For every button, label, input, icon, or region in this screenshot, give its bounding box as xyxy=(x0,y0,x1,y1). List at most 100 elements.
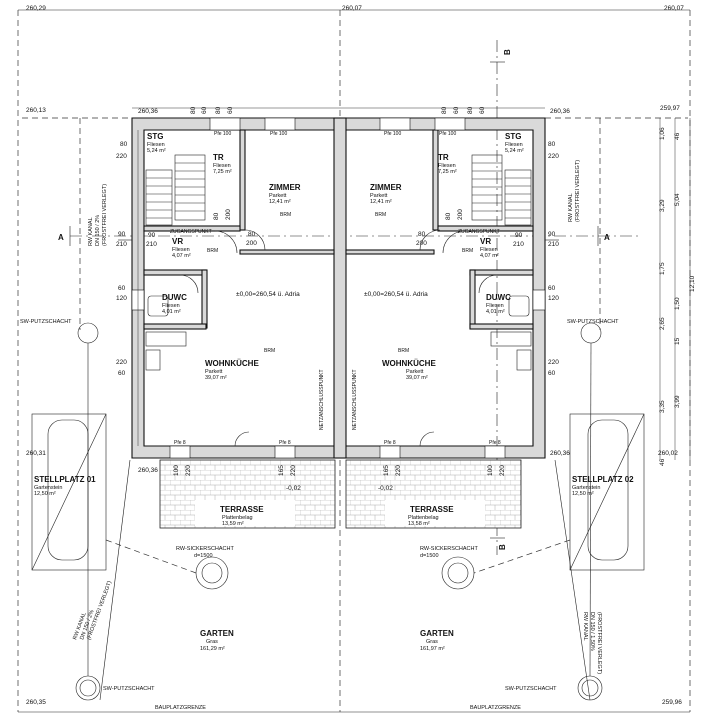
dim-ro-4: 2,65 xyxy=(659,317,666,330)
level-note-left: ±0,00=260,54 ü. Adria xyxy=(236,291,300,298)
netz-right: NETZANSCHLUSSPUNKT xyxy=(352,369,358,430)
garden-left-floor: Gras xyxy=(206,639,218,645)
pfe-3: Pfe 100 xyxy=(384,131,401,137)
rw-kanal-right-bottom: RW KANAL xyxy=(582,612,588,641)
room-duwc-right-floor: Fliesen xyxy=(486,303,504,309)
level-house-tl: 260,36 xyxy=(138,108,158,115)
room-tr-right-area: 7,25 m² xyxy=(438,169,457,175)
room-zimmer-left-name: ZIMMER xyxy=(269,183,301,192)
dim-left: 80 220 90 210 60 120 220 60 xyxy=(116,130,139,446)
dim-left-7: 220 xyxy=(116,359,127,366)
bauplatzgrenze-right: BAUPLATZGRENZE xyxy=(470,705,521,711)
kitchen-fixtures xyxy=(145,295,532,371)
garden-left-area: 161,29 m² xyxy=(200,646,225,652)
dim-right-6: 120 xyxy=(548,295,559,302)
garden-right-name: GARTEN xyxy=(420,629,454,638)
dim-right-5: 60 xyxy=(548,285,556,292)
room-zimmer-right-area: 12,41 m² xyxy=(370,199,392,205)
stellplatz-02-floor: Gartenstein xyxy=(572,485,600,491)
room-stg-right-name: STG xyxy=(505,132,521,141)
dim-terr-r3: 100 xyxy=(487,465,494,476)
dim-terr-r4: 220 xyxy=(499,465,506,476)
terrace-right-area: 13,58 m² xyxy=(408,521,430,527)
stellplatz-02-name: STELLPLATZ 02 xyxy=(572,475,634,484)
terrace-left-area: 13,59 m² xyxy=(222,521,244,527)
section-b-top: B xyxy=(503,49,512,55)
rw-kanal-left-spec: DN 150 / 2% xyxy=(95,215,101,246)
terrace-left-label-bg xyxy=(195,500,295,526)
dim-terr-r1: 165 xyxy=(383,465,390,476)
dim-left-6: 120 xyxy=(116,295,127,302)
level-top-mid: 260,07 xyxy=(342,5,362,12)
sw-putz-left-bottom: SW-PUTZSCHACHT xyxy=(103,686,155,692)
section-a-left: A xyxy=(58,233,64,242)
dim-top-5: 80 xyxy=(441,106,448,114)
dim-terr-l1: 100 xyxy=(173,465,180,476)
level-top-right: 260,07 xyxy=(664,5,684,12)
level-house-bl: 260,36 xyxy=(138,467,158,474)
terrace-right-label-bg xyxy=(385,500,485,526)
dim-left-4: 210 xyxy=(116,241,127,248)
garden-left-name: GARTEN xyxy=(200,629,234,638)
rw-kanal-left: RW KANAL xyxy=(88,217,94,246)
rw-sicker-left: RW-SICKERSCHACHT xyxy=(176,546,234,552)
dim-door-r6: 210 xyxy=(513,241,524,248)
sw-putz-right-bottom: SW-PUTZSCHACHT xyxy=(505,686,557,692)
dim-left-3: 90 xyxy=(118,231,126,238)
rw-sicker-left-d: d=1500 xyxy=(194,553,213,559)
dim-terr-r2: 220 xyxy=(395,465,402,476)
brm-right-1: BRM xyxy=(375,212,386,218)
section-b-bottom: B xyxy=(498,544,507,550)
room-stg-right-floor: Fliesen xyxy=(505,142,523,148)
dim-rm-3: 3,99 xyxy=(674,395,681,408)
dim-left-8: 60 xyxy=(118,370,126,377)
room-stg-right-area: 5,24 m² xyxy=(505,148,524,154)
dim-ro-1: 1,06 xyxy=(659,127,666,140)
dim-terr-l4: 220 xyxy=(290,465,297,476)
room-zimmer-right-name: ZIMMER xyxy=(370,183,402,192)
room-wohnkueche-left-floor: Parkett xyxy=(205,369,223,375)
dim-door-l4: 200 xyxy=(246,240,257,247)
level-house-tr: 260,36 xyxy=(550,108,570,115)
room-vr-left-area: 4,07 m² xyxy=(172,253,191,259)
room-duwc-left-floor: Fliesen xyxy=(162,303,180,309)
room-vr-left-name: VR xyxy=(172,237,183,246)
dim-right-2: 220 xyxy=(548,153,559,160)
dim-top-8: 60 xyxy=(479,106,486,114)
dim-ro-2: 3,29 xyxy=(659,199,666,212)
sw-putz-left-top: SW-PUTZSCHACHT xyxy=(20,319,72,325)
rw-sicker-right: RW-SICKERSCHACHT xyxy=(420,546,478,552)
rw-kanal-right-frost: (FROSTFREI VERLEGT) xyxy=(575,160,581,222)
parking-right xyxy=(569,413,645,571)
dim-top: 80 60 80 60 80 60 80 60 xyxy=(132,106,545,114)
dim-right-7: 220 xyxy=(548,359,559,366)
dim-left-5: 60 xyxy=(118,285,126,292)
dim-door-l2: 200 xyxy=(225,209,232,220)
room-zimmer-left-area: 12,41 m² xyxy=(269,199,291,205)
brm-right-3: BRM xyxy=(398,348,409,354)
level-left-upper: 260,13 xyxy=(26,107,46,114)
garden-right-floor: Gras xyxy=(426,639,438,645)
rw-kanal-left-frost: (FROSTFREI VERLEGT) xyxy=(102,184,108,246)
dim-left-1: 80 xyxy=(120,141,128,148)
rw-kanal-right: RW KANAL xyxy=(568,193,574,222)
garden-right-area: 161,97 m² xyxy=(420,646,445,652)
dim-terr-l2: 220 xyxy=(185,465,192,476)
level-bottom-left: 260,35 xyxy=(26,699,46,706)
room-zimmer-left-floor: Parkett xyxy=(269,193,287,199)
brm-left-1: BRM xyxy=(280,212,291,218)
dim-door-l1: 80 xyxy=(213,212,220,220)
room-vr-right-area: 4,07 m² xyxy=(480,253,499,259)
dim-right-8: 60 xyxy=(548,370,556,377)
doors xyxy=(118,229,559,447)
terrace-right-floor: Plattenbelag xyxy=(408,515,439,521)
terrace-left-floor: Plattenbelag xyxy=(222,515,253,521)
dim-terr-l3: 165 xyxy=(278,465,285,476)
dim-right-inner: 80 220 90 210 60 120 220 60 xyxy=(548,141,559,377)
zugang-left: ZUGANGSPUNKT xyxy=(170,229,212,235)
pfe-1: Pfe 100 xyxy=(214,131,231,137)
room-vr-right-floor: Fliesen xyxy=(480,247,498,253)
dim-top-3: 80 xyxy=(215,106,222,114)
dim-door-r4: 200 xyxy=(416,240,427,247)
dim-rm-2: 1,50 xyxy=(674,297,681,310)
